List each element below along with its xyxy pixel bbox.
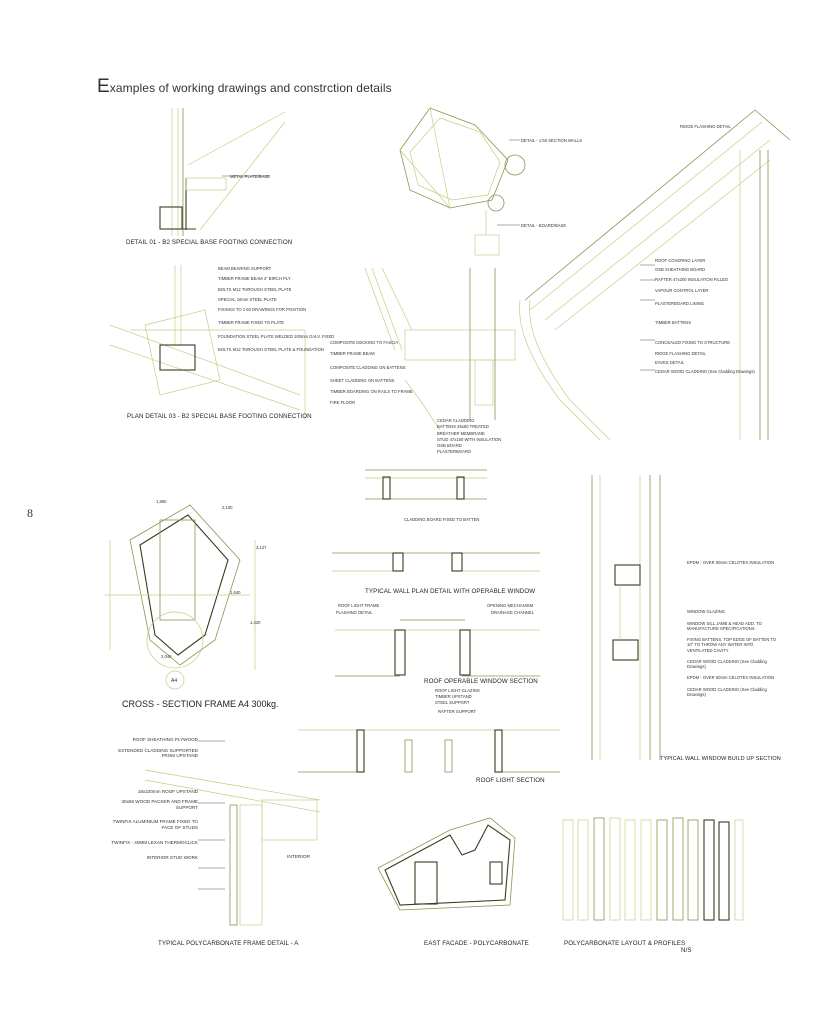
dim-1: 1,850 <box>156 499 167 504</box>
wall-plan-notes: CEDAR CLADDING BATTENS 25x50 TREATED BRE… <box>437 418 502 455</box>
dim-3: 3,127 <box>256 545 267 550</box>
roof-window-drawing <box>335 619 540 677</box>
page-number: 8 <box>27 506 33 520</box>
roof-section-drawing <box>519 109 791 441</box>
wall-plan-drawing <box>332 469 540 572</box>
dim-6: 2,049 <box>161 654 172 659</box>
polycarbonate-frame-notes: ROOF SHEATHING PLYWOOD EXTENDED CLADDING… <box>111 737 198 860</box>
isometric-drawing <box>399 107 526 256</box>
detail-01-caption: DETAIL 01 - B2 SPECIAL BASE FOOTING CONN… <box>126 239 293 246</box>
roof-window-note-4: DRAINAGE CHANNEL <box>491 610 535 615</box>
dim-2: 2,100 <box>222 505 233 510</box>
poly-layout-scale: N/S <box>681 947 692 954</box>
east-facade-caption: EAST FACADE - POLYCARBONATE <box>424 940 529 947</box>
wall-plan-caption: TYPICAL WALL PLAN DETAIL WITH OPERABLE W… <box>365 588 536 595</box>
sheet-title: Examples of working drawings and constrc… <box>97 76 392 97</box>
wall-window-caption: TYPICAL WALL WINDOW BUILD UP SECTION <box>660 756 781 762</box>
plan-detail-03-drawing <box>109 265 306 420</box>
floor-junction-drawing <box>364 267 516 431</box>
interior-label: INTERIOR <box>287 855 310 860</box>
wall-window-drawing <box>591 475 661 760</box>
detail-01-note: METAL PLATE/BASE <box>230 174 270 179</box>
plan-detail-03-caption: PLAN DETAIL 03 - B2 SPECIAL BASE FOOTING… <box>127 413 312 420</box>
floor-junction-notes: COMPOSITE DECKING TO FASCIA TIMBER FRAME… <box>330 340 413 406</box>
roof-light-note-3: STEEL SUPPORT <box>435 700 470 705</box>
roof-light-note-2: TIMBER UPSTAND <box>435 694 472 699</box>
detail-01-drawing <box>159 108 286 236</box>
poly-layout-caption: POLYCARBONATE LAYOUT & PROFILES <box>564 940 686 947</box>
roof-window-note-1: ROOF LIGHT FRAME <box>338 603 380 608</box>
dim-4: 1,640 <box>230 590 241 595</box>
cross-section-marker: A4 <box>171 678 178 684</box>
roof-light-drawing <box>298 729 560 773</box>
roof-light-caption: ROOF LIGHT SECTION <box>476 777 545 784</box>
roof-window-note-2: FLASHING DETAIL <box>336 610 373 615</box>
roof-light-note-4: RAFTER SUPPORT <box>438 709 477 714</box>
dim-5: 1,420 <box>250 620 261 625</box>
plan-detail-03-notes: BEAM BEARING SUPPORT TIMBER FRAME BEAM 4… <box>218 266 335 352</box>
polycarbonate-frame-drawing <box>144 740 321 926</box>
roof-window-caption: ROOF OPERABLE WINDOW SECTION <box>424 678 538 685</box>
wall-window-notes: EPDM - OVER 50mm CELOTEX INSULATION WIND… <box>687 560 777 697</box>
isometric-note-2: DETAIL - BOARD/BASE <box>521 223 567 228</box>
wall-plan-note-cladding: CLADDING BOARD FIXED TO BATTEN <box>404 517 480 522</box>
ridge-note: RIDGE FLASHING DETAIL <box>680 124 731 129</box>
polycarbonate-layout-drawing <box>562 817 744 921</box>
polycarbonate-frame-caption: TYPICAL POLYCARBONATE FRAME DETAIL - A <box>158 940 299 947</box>
roof-window-note-3: OPENING MECHANISM <box>487 603 534 608</box>
roof-light-note-1: ROOF LIGHT GLAZING <box>435 688 481 693</box>
cross-section-caption: CROSS - SECTION FRAME A4 300kg. <box>122 699 279 709</box>
roof-section-notes: ROOF COVERING LAYER OSB SHEATHING BOARD … <box>655 258 755 375</box>
cross-section-drawing <box>105 504 256 690</box>
isometric-note-1: DETAIL - 1:50 SECTION WALLS <box>521 138 583 143</box>
east-facade-drawing <box>377 817 516 911</box>
